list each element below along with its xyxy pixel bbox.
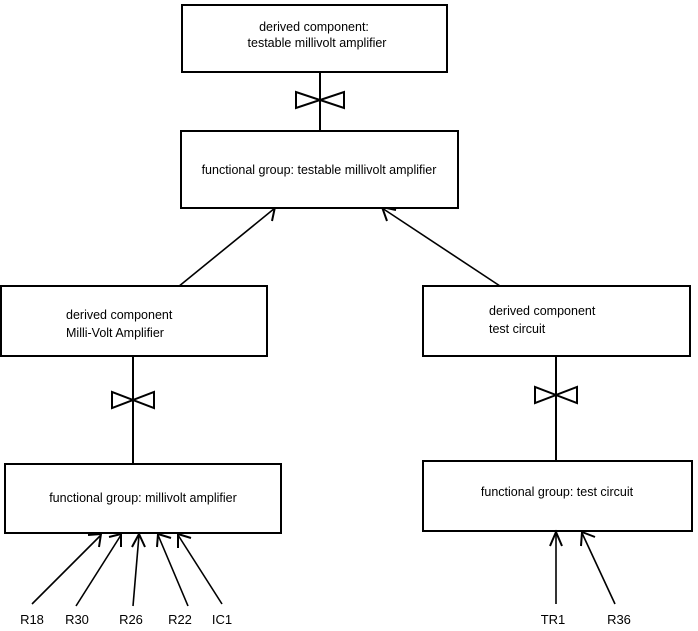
box-left-functional-group[interactable]: functional group: millivolt amplifier xyxy=(4,463,282,534)
leaf-label-r22: R22 xyxy=(168,612,192,627)
box-top-derived-component[interactable]: derived component: testable millivolt am… xyxy=(181,4,448,73)
arrow-left-derived-to-top-functional xyxy=(177,205,277,288)
box-top-derived-line1: derived component: xyxy=(259,20,369,34)
leaf-label-r30: R30 xyxy=(65,612,89,627)
box-right-functional-group[interactable]: functional group: test circuit xyxy=(422,460,693,532)
leaf-arrow-ic1 xyxy=(177,532,223,605)
leaf-label-r36: R36 xyxy=(607,612,631,627)
box-left-derived-line2: Milli-Volt Amplifier xyxy=(66,326,164,340)
box-left-derived-line1: derived component xyxy=(66,308,173,322)
box-left-functional-line1: functional group: millivolt amplifier xyxy=(49,491,237,505)
leaf-arrow-r36 xyxy=(580,530,616,605)
leaf-label-tr1: TR1 xyxy=(541,612,566,627)
leaf-label-ic1: IC1 xyxy=(212,612,232,627)
box-left-derived-component[interactable]: derived component Milli-Volt Amplifier xyxy=(0,285,268,357)
box-right-functional-line1: functional group: test circuit xyxy=(481,485,634,499)
leaf-label-r26: R26 xyxy=(119,612,143,627)
leaf-arrow-r30 xyxy=(75,532,122,607)
box-right-derived-line2: test circuit xyxy=(489,322,546,336)
leaf-arrow-r26 xyxy=(131,531,146,607)
box-right-derived-line1: derived component xyxy=(489,304,596,318)
bowtie-icon-right xyxy=(534,385,578,405)
leaf-arrow-r18 xyxy=(31,532,103,605)
box-right-derived-component[interactable]: derived component test circuit xyxy=(422,285,691,357)
bowtie-icon-left xyxy=(111,390,155,410)
box-top-derived-line2: testable millivolt amplifier xyxy=(248,36,387,50)
leaf-arrow-tr1 xyxy=(549,529,563,604)
leaf-label-r18: R18 xyxy=(20,612,44,627)
box-top-functional-group[interactable]: functional group: testable millivolt amp… xyxy=(180,130,459,209)
bowtie-icon-top xyxy=(295,90,345,110)
box-top-functional-line1: functional group: testable millivolt amp… xyxy=(202,163,437,177)
leaf-arrow-r22 xyxy=(156,532,189,607)
arrow-right-derived-to-top-functional xyxy=(380,205,501,287)
